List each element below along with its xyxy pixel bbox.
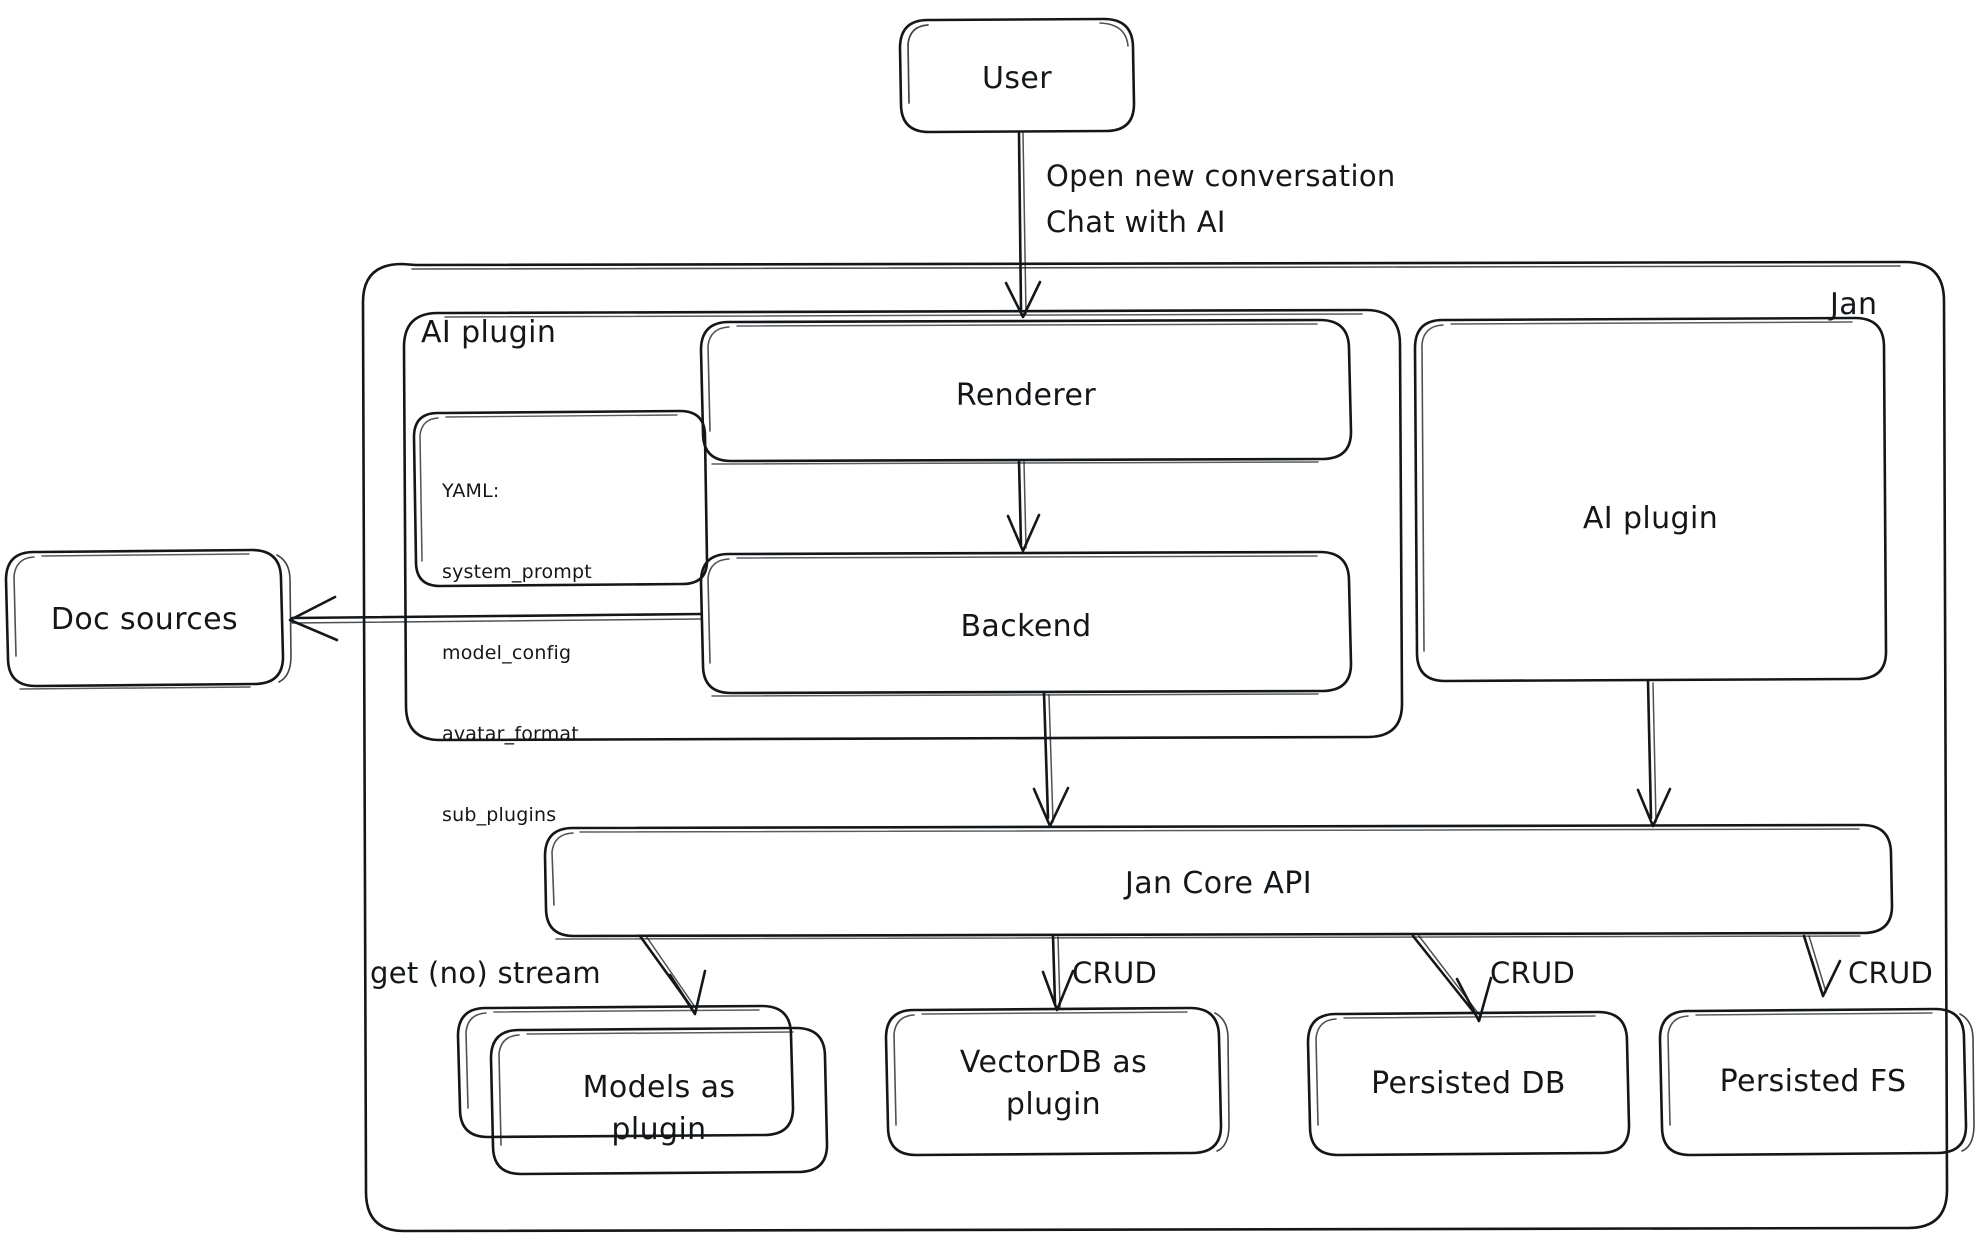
node-ai-plugin-right[interactable]: [1413, 316, 1888, 683]
container-jan: [361, 260, 1949, 1233]
edge-core-to-vectordb: [1041, 934, 1075, 1012]
node-models-as-plugin[interactable]: [489, 1026, 829, 1176]
edge-user-to-renderer: [1004, 131, 1042, 319]
node-user[interactable]: [898, 17, 1136, 134]
edge-aiplugin-to-core: [1636, 679, 1672, 828]
node-jan-core-api[interactable]: [543, 823, 1894, 940]
node-persisted-db[interactable]: [1306, 1010, 1631, 1157]
node-persisted-fs[interactable]: [1658, 1007, 1975, 1157]
node-renderer[interactable]: [699, 318, 1353, 465]
node-models-as-plugin-backplate: [456, 1004, 795, 1139]
edge-renderer-to-backend: [1006, 459, 1041, 553]
node-backend[interactable]: [699, 550, 1353, 697]
edge-backend-to-doc-sources: [288, 595, 703, 642]
edge-core-to-persisted-fs: [1802, 934, 1842, 998]
edge-core-to-models: [638, 934, 707, 1016]
node-vectordb-as-plugin[interactable]: [884, 1006, 1230, 1157]
edge-core-to-persisted-db: [1411, 934, 1493, 1023]
container-ai-plugin-group: [402, 308, 1404, 742]
edge-backend-to-core: [1032, 691, 1070, 828]
yaml-config-box[interactable]: [412, 409, 709, 588]
node-doc-sources[interactable]: [4, 548, 292, 690]
